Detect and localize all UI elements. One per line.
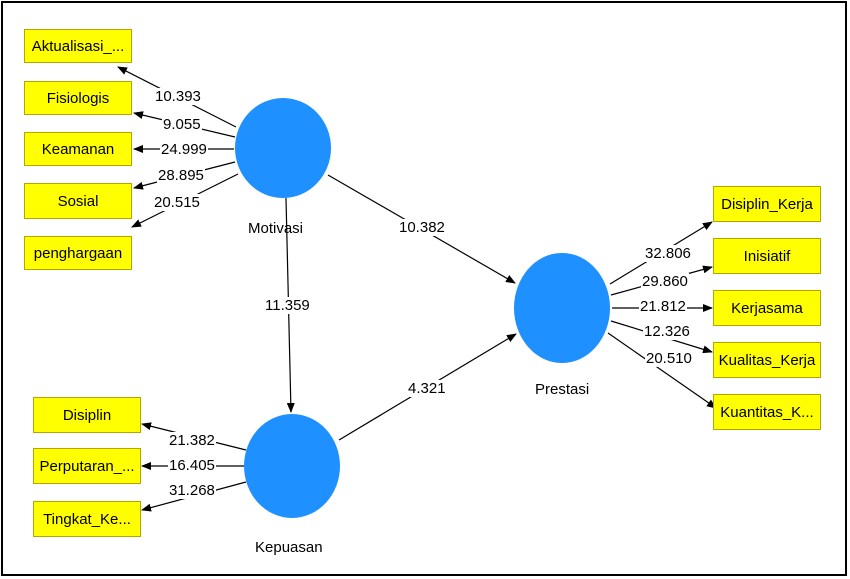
loading-fisiologis: 9.055 <box>162 116 202 133</box>
indicator-inisiatif[interactable]: Inisiatif <box>713 238 821 274</box>
loading-inisiatif: 29.860 <box>641 273 689 290</box>
indicator-kuantitas[interactable]: Kuantitas_K... <box>713 394 821 430</box>
construct-prestasi[interactable] <box>514 253 610 363</box>
indicator-kerjasama[interactable]: Kerjasama <box>713 290 821 326</box>
indicator-perputaran[interactable]: Perputaran_... <box>33 448 141 484</box>
loading-aktualisasi: 10.393 <box>154 88 202 105</box>
loading-keamanan: 24.999 <box>160 141 208 158</box>
loading-sosial: 28.895 <box>157 167 205 184</box>
loading-disiplin: 21.382 <box>168 432 216 449</box>
indicator-tingkat[interactable]: Tingkat_Ke... <box>33 501 141 537</box>
construct-kepuasan[interactable] <box>244 414 340 518</box>
indicator-penghargaan[interactable]: penghargaan <box>24 236 132 270</box>
indicator-aktualisasi[interactable]: Aktualisasi_... <box>24 29 132 63</box>
indicator-disiplin-kerja[interactable]: Disiplin_Kerja <box>713 186 821 222</box>
indicator-fisiologis[interactable]: Fisiologis <box>24 81 132 115</box>
indicator-kualitas-kerja[interactable]: Kualitas_Kerja <box>713 342 821 378</box>
loading-kualitas: 12.326 <box>643 323 691 340</box>
label-motivasi: Motivasi <box>248 220 304 237</box>
arrow-prestasi-kuantitas <box>607 332 717 409</box>
construct-motivasi[interactable] <box>235 98 331 198</box>
path-coef-motivasi-prestasi: 10.382 <box>398 219 446 236</box>
path-coef-kepuasan-prestasi: 4.321 <box>407 380 447 397</box>
indicator-keamanan[interactable]: Keamanan <box>24 132 132 166</box>
loading-tingkat: 31.268 <box>168 482 216 499</box>
label-kepuasan: Kepuasan <box>255 539 323 556</box>
indicator-disiplin[interactable]: Disiplin <box>33 397 141 433</box>
path-coef-motivasi-kepuasan: 11.359 <box>264 297 311 314</box>
loading-kuantitas: 20.510 <box>645 350 693 367</box>
loading-penghargaan: 20.515 <box>153 194 201 211</box>
indicator-sosial[interactable]: Sosial <box>24 183 132 219</box>
loading-perputaran: 16.405 <box>168 457 216 474</box>
loading-disiplin-kerja: 32.806 <box>644 245 692 262</box>
loading-kerjasama: 21.812 <box>639 298 687 315</box>
label-prestasi: Prestasi <box>535 381 590 398</box>
